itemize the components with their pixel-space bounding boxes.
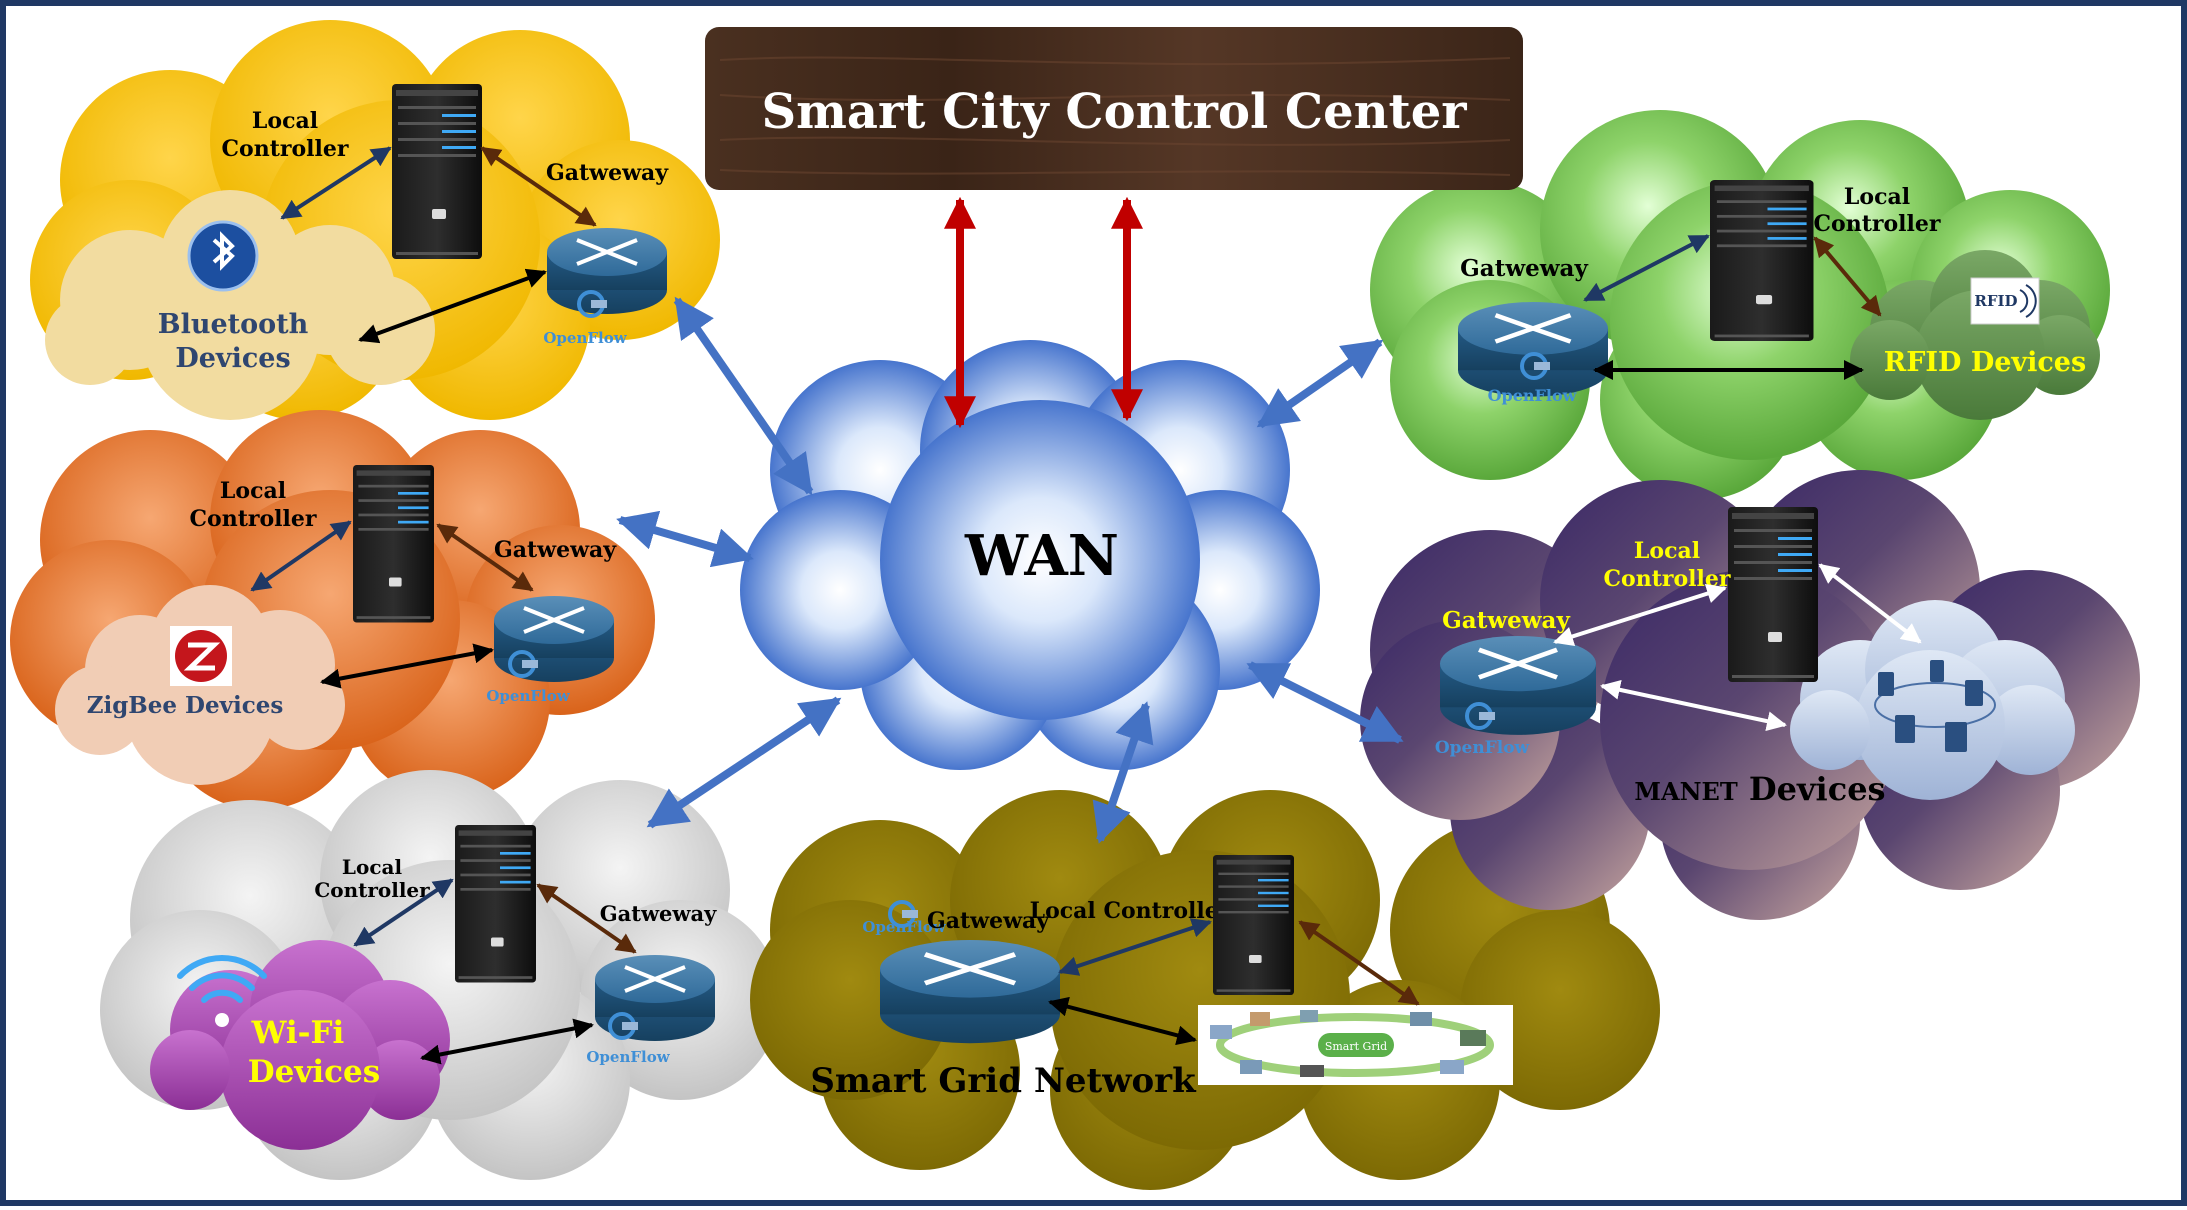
wifi-gateway-label: Gatweway — [600, 901, 717, 926]
smartgrid-gateway-label: Gatweway — [927, 908, 1050, 934]
rfid-controller-label-line1: Local — [1844, 184, 1910, 210]
manet-controller-label-line2: Controller — [1604, 566, 1731, 592]
smartgrid-openflow-label: OpenFlow — [862, 918, 946, 936]
wan-link-wifi — [646, 696, 842, 829]
wifi-device-gateway-link — [420, 1018, 594, 1065]
manet-controller-label-line1: Local — [1634, 538, 1700, 564]
bluetooth-local-controller-server — [392, 84, 482, 259]
zigbee-gateway-label: Gatweway — [494, 537, 617, 563]
rfid-tag-label: RFID — [1974, 292, 2017, 310]
control-center-title: Smart City Control Center — [761, 84, 1467, 140]
zigbee-controller-label-line1: Local — [220, 478, 286, 504]
bluetooth-controller-gateway-link — [480, 146, 597, 227]
wifi-controller-label-line2: Controller — [314, 878, 430, 902]
zigbee-controller-gateway-link — [436, 523, 534, 592]
wifi-openflow-label: OpenFlow — [586, 1048, 670, 1066]
zigbee-openflow-label: OpenFlow — [486, 687, 570, 705]
wifi-device-cloud — [150, 940, 450, 1150]
rfid-gateway-controller-link — [1583, 234, 1710, 302]
manet-openflow-label: OpenFlow — [1435, 738, 1530, 758]
zigbee-controller-label-line2: Controller — [190, 506, 317, 532]
wifi-device-controller-link — [353, 878, 454, 947]
wifi-local-controller-server — [455, 825, 536, 983]
wifi-devices-label-line2: Devices — [248, 1054, 380, 1090]
control-center: Smart City Control Center — [705, 27, 1523, 190]
wan-link-smartgrid — [1092, 701, 1154, 844]
wifi-icon — [177, 955, 267, 1027]
smartgrid-gateway-router — [880, 940, 1060, 1043]
rfid-openflow-label: OpenFlow — [1488, 386, 1578, 405]
rfid-tag-icon: RFID — [1970, 277, 2040, 325]
smartgrid-controller-label: Local Controller — [1030, 898, 1231, 924]
smartgrid-image-label: Smart Grid — [1325, 1040, 1387, 1053]
smartgrid-local-controller-server — [1213, 855, 1294, 995]
smartgrid-gateway-controller-link — [1058, 918, 1212, 976]
wan-cloud — [740, 340, 1320, 770]
bluetooth-icon — [187, 220, 259, 292]
rfid-gateway-router — [1458, 302, 1608, 397]
wan-label: WAN — [964, 523, 1119, 589]
zigbee-devices-label: ZigBee Devices — [87, 692, 284, 719]
wan-link-rfid — [1256, 338, 1384, 429]
bluetooth-openflow-label: OpenFlow — [543, 329, 627, 347]
rfid-gateway-label: Gatweway — [1460, 255, 1588, 282]
smartgrid-image: Smart Grid — [1198, 1005, 1513, 1085]
manet-controller-device-link — [1818, 563, 1922, 644]
zigbee-local-controller-server — [353, 465, 434, 623]
rfid-device-cloud — [1850, 250, 2100, 420]
smartgrid-controller-grid-link — [1298, 920, 1420, 1006]
rfid-local-controller-server — [1710, 180, 1814, 341]
wifi-gateway-router — [593, 953, 717, 1043]
manet-gateway-label: Gatweway — [1442, 607, 1570, 634]
rfid-devices-label: RFID Devices — [1884, 347, 2086, 378]
wan-link-zigbee — [616, 510, 754, 568]
rfid-controller-device-link — [1813, 236, 1882, 317]
wan-link-manet — [1246, 661, 1404, 744]
bluetooth-device-controller-link — [280, 146, 392, 220]
bluetooth-devices-label-line1: Bluetooth — [158, 309, 309, 340]
manet-devices-label: MANET Devices — [1634, 770, 1885, 808]
zigbee-device-gateway-link — [320, 643, 494, 689]
zigbee-device-cloud — [55, 585, 345, 785]
manet-gateway-controller-link — [1553, 583, 1727, 647]
manet-gateway-router — [1440, 636, 1596, 735]
manet-local-controller-server — [1728, 507, 1818, 682]
bluetooth-devices-label-line2: Devices — [175, 343, 290, 374]
bluetooth-controller-label-line2: Controller — [222, 136, 349, 162]
zigbee-icon — [170, 626, 232, 686]
zigbee-device-controller-link — [250, 520, 352, 592]
wifi-controller-gateway-link — [536, 883, 637, 954]
manet-gateway-device-link — [1600, 679, 1787, 732]
bluetooth-device-gateway-link — [358, 268, 547, 344]
bluetooth-gateway-label: Gatweway — [546, 160, 669, 186]
wifi-devices-label-line1: Wi-Fi — [251, 1015, 345, 1051]
smartgrid-network-label: Smart Grid Network — [810, 1061, 1197, 1101]
bluetooth-controller-label-line1: Local — [252, 108, 318, 134]
wan-link-bluetooth — [673, 296, 814, 496]
smartgrid-gateway-grid-link — [1048, 996, 1197, 1046]
rfid-controller-label-line2: Controller — [1814, 211, 1941, 237]
wifi-controller-label-line1: Local — [342, 855, 403, 879]
mobile-devices-icon — [1874, 660, 1996, 752]
